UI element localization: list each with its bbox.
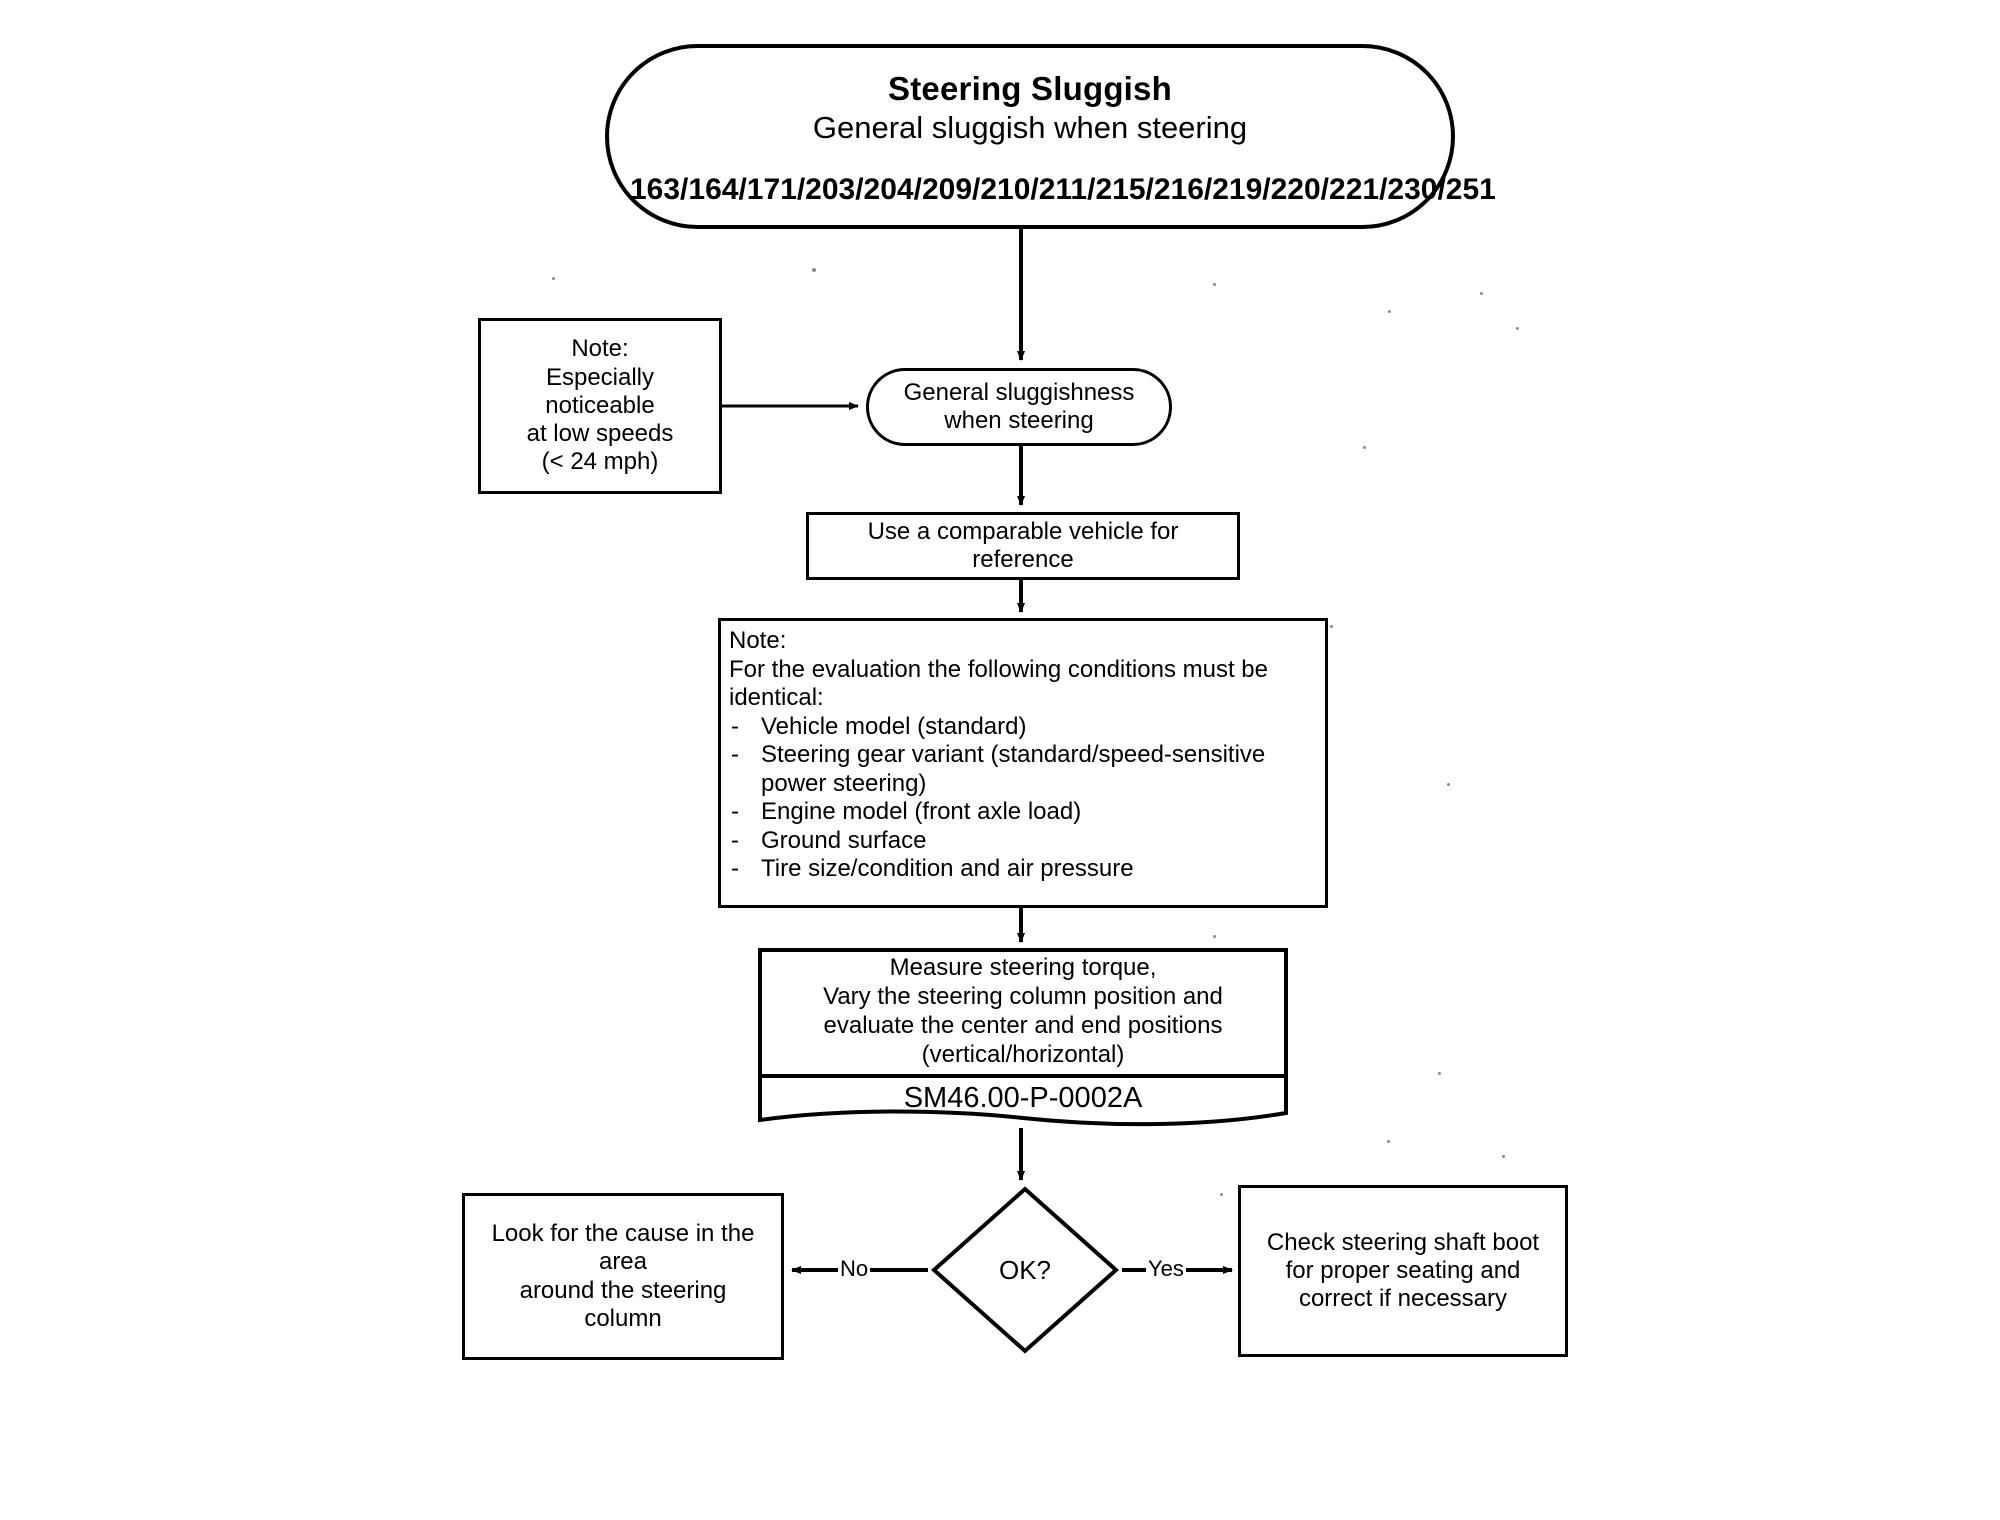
scan-speck xyxy=(1447,783,1450,786)
conditions-bullet-list: - Vehicle model (standard) - Steering ge… xyxy=(729,713,1315,884)
list-item: - Tire size/condition and air pressure xyxy=(729,855,1315,884)
no-branch-line-2: area xyxy=(598,1248,648,1276)
comparable-vehicle-line-1: Use a comparable vehicle for xyxy=(867,517,1179,545)
measure-torque-text: Measure steering torque, Vary the steeri… xyxy=(758,948,1288,1076)
general-sluggishness-line-2: when steering xyxy=(944,407,1094,434)
condition-text: Engine model (front axle load) xyxy=(761,798,1082,826)
measure-line-1: Measure steering torque, xyxy=(889,954,1157,982)
node-look-for-cause: Look for the cause in the area around th… xyxy=(462,1193,784,1360)
scan-speck xyxy=(1387,1140,1390,1143)
measure-line-3: evaluate the center and end positions xyxy=(823,1012,1223,1039)
scan-speck xyxy=(552,277,555,280)
yes-branch-line-3: correct if necessary xyxy=(1298,1285,1508,1313)
note-low-speed-box: Note: Especially noticeable at low speed… xyxy=(478,318,722,494)
yes-branch-line-1: Check steering shaft boot xyxy=(1266,1228,1540,1256)
decision-ok: OK? xyxy=(930,1185,1120,1355)
condition-text: Ground surface xyxy=(761,826,927,854)
scan-speck xyxy=(812,268,816,272)
condition-text: Tire size/condition and air pressure xyxy=(761,855,1134,883)
condition-text: Vehicle model (standard) xyxy=(761,712,1027,740)
note-speed-line-5: (< 24 mph) xyxy=(541,448,659,476)
no-branch-line-1: Look for the cause in the xyxy=(491,1219,755,1247)
node-general-sluggishness: General sluggishness when steering xyxy=(866,368,1172,446)
scan-speck xyxy=(1330,625,1333,628)
note-speed-line-3: noticeable xyxy=(545,391,655,419)
scan-speck xyxy=(1388,310,1391,313)
comparable-vehicle-line-2: reference xyxy=(972,546,1074,573)
edge-label-no: No xyxy=(838,1256,871,1282)
scan-speck xyxy=(1480,292,1483,295)
bullet-dash-icon: - xyxy=(731,712,739,740)
list-item: - Ground surface xyxy=(729,827,1315,856)
document-reference-code[interactable]: SM46.00-P-0002A xyxy=(903,1081,1143,1114)
edge-label-yes: Yes xyxy=(1146,1256,1186,1282)
scan-speck xyxy=(1438,1072,1441,1075)
no-branch-line-4: column xyxy=(584,1304,662,1332)
model-code-list: 163/164/171/203/204/209/210/211/215/216/… xyxy=(630,172,1496,206)
scan-speck xyxy=(1213,935,1216,938)
conditions-lead-2: For the evaluation the following conditi… xyxy=(729,655,1268,683)
scan-speck xyxy=(1502,1155,1505,1158)
bullet-dash-icon: - xyxy=(731,798,739,826)
note-speed-line-1: Note: xyxy=(571,335,629,363)
yes-branch-line-2: for proper seating and xyxy=(1285,1256,1521,1284)
measure-line-4: (vertical/horizontal) xyxy=(921,1040,1125,1068)
node-check-shaft-boot: Check steering shaft boot for proper sea… xyxy=(1238,1185,1568,1357)
flowchart-title-terminator: Steering Sluggish General sluggish when … xyxy=(605,44,1496,229)
decision-label: OK? xyxy=(998,1254,1052,1285)
scan-speck xyxy=(1213,283,1216,286)
note-speed-line-2: Especially xyxy=(545,363,655,391)
no-branch-line-3: around the steering xyxy=(519,1276,727,1304)
scan-speck xyxy=(1363,446,1366,449)
document-shape xyxy=(758,948,1288,1127)
list-item: - Engine model (front axle load) xyxy=(729,798,1315,827)
diamond-shape xyxy=(930,1186,1120,1354)
general-sluggishness-line-1: General sluggishness xyxy=(903,378,1135,406)
page-title: Steering Sluggish xyxy=(888,70,1172,108)
list-item: - Steering gear variant (standard/speed-… xyxy=(729,741,1315,798)
condition-text: Steering gear variant (standard/speed-se… xyxy=(761,741,1266,797)
conditions-lead-1: Note: xyxy=(729,627,787,654)
node-measure-steering-torque: Measure steering torque, Vary the steeri… xyxy=(758,948,1288,1138)
scan-speck xyxy=(1516,327,1519,330)
node-comparable-vehicle: Use a comparable vehicle for reference xyxy=(806,512,1240,580)
page-subtitle: General sluggish when steering xyxy=(812,110,1248,146)
measure-line-2: Vary the steering column position and xyxy=(823,983,1223,1011)
bullet-dash-icon: - xyxy=(731,741,739,769)
note-evaluation-conditions-box: Note: For the evaluation the following c… xyxy=(718,618,1328,908)
bullet-dash-icon: - xyxy=(731,826,739,854)
note-speed-line-4: at low speeds xyxy=(526,420,674,448)
conditions-lead-3: identical: xyxy=(729,684,824,712)
bullet-dash-icon: - xyxy=(731,855,739,883)
scan-speck xyxy=(1220,1193,1223,1196)
list-item: - Vehicle model (standard) xyxy=(729,713,1315,742)
